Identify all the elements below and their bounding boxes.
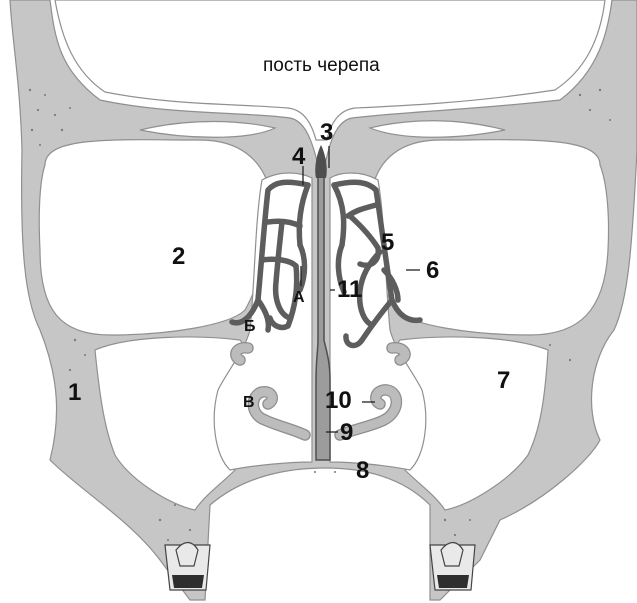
title-label: пость черепа xyxy=(263,55,380,76)
label-4: 4 xyxy=(292,143,306,170)
label-3: 3 xyxy=(320,119,333,146)
label-2: 2 xyxy=(172,243,185,270)
label-10: 10 xyxy=(325,387,352,414)
tooth-left xyxy=(165,543,210,591)
label-6: 6 xyxy=(426,257,439,284)
label-8: 8 xyxy=(356,457,369,484)
crista-galli xyxy=(315,145,327,178)
orbit-right xyxy=(372,140,609,335)
label-11: 11 xyxy=(337,276,362,303)
label-7: 7 xyxy=(497,367,510,394)
label-1: 1 xyxy=(68,379,81,406)
orbit-left xyxy=(39,140,270,335)
tooth-right xyxy=(430,543,475,591)
label-v: В xyxy=(243,394,255,411)
label-b: Б xyxy=(244,318,256,335)
label-5: 5 xyxy=(381,229,394,256)
label-9: 9 xyxy=(340,419,353,446)
label-a: А xyxy=(293,289,305,306)
